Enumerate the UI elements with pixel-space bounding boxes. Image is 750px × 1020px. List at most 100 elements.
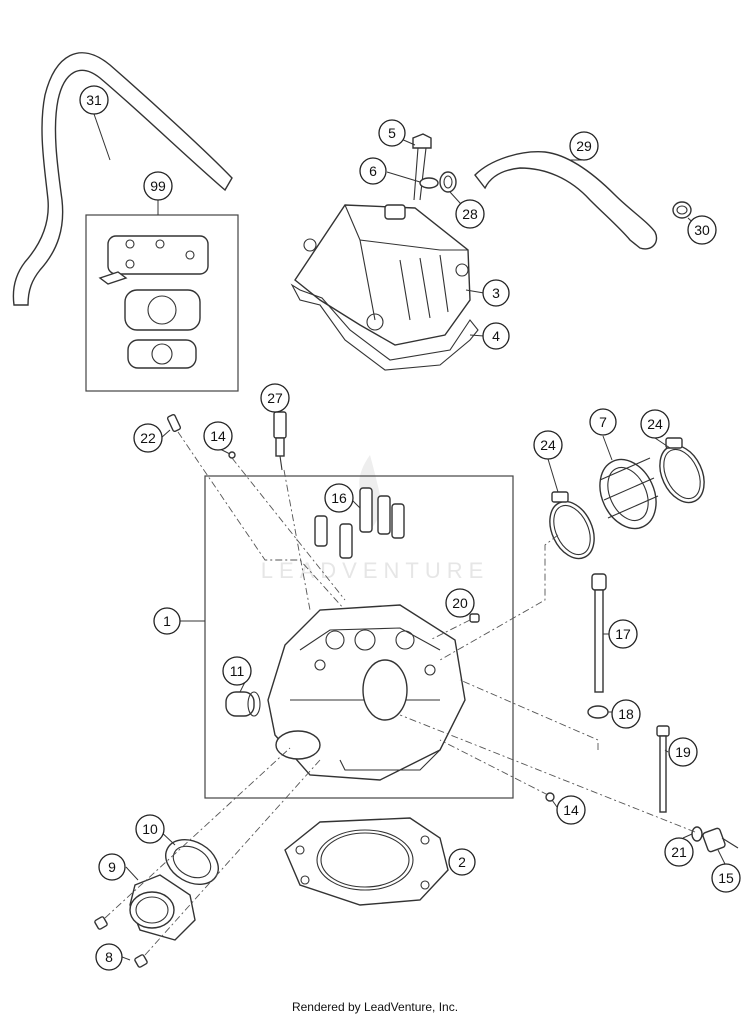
leader-dash-24 [439,534,559,661]
callout-29: 29 [569,131,599,161]
callout-16: 16 [324,483,354,513]
hose-clamp-24-right [659,437,705,504]
dowel-sleeve-11 [225,691,261,717]
callout-21: 21 [664,837,694,867]
callout-14-bottom: 14 [556,795,586,825]
callout-2: 2 [448,848,476,876]
valve-guides-16 [314,487,405,559]
svg-text:15: 15 [718,870,734,886]
leader-dash-8a [104,747,291,919]
hose-clamp-24-left [549,491,595,560]
svg-text:27: 27 [267,390,283,406]
svg-text:24: 24 [540,437,556,453]
svg-text:24: 24 [647,416,663,432]
callout-10: 10 [135,814,165,844]
leader-dash-14 [231,457,346,601]
leadventure-watermark: LEADVENTURE [261,455,490,583]
svg-text:5: 5 [388,125,396,141]
washer-21 [691,826,703,842]
intake-flange-9 [129,874,196,941]
svg-text:2: 2 [458,854,466,870]
callout-17: 17 [608,619,638,649]
svg-text:3: 3 [492,285,500,301]
gasket-kit-frame [85,214,239,392]
callout-18: 18 [611,699,641,729]
screws-8 [94,916,148,968]
callout-22: 22 [133,423,163,453]
plug-15 [702,827,739,853]
svg-text:1: 1 [163,613,171,629]
cylinder-head-1 [267,604,466,781]
screw-14-top [228,451,236,459]
stud-17 [591,573,607,693]
leader-dash-27 [283,469,311,611]
leader-dash-14b [439,739,549,796]
hose-clamp-28 [439,171,457,193]
svg-text:30: 30 [694,222,710,238]
svg-text:14: 14 [210,428,226,444]
svg-text:22: 22 [140,430,156,446]
callout-15: 15 [711,863,741,893]
callout-27: 27 [260,383,290,413]
bolt-5 [412,133,432,201]
svg-text:17: 17 [615,626,631,642]
leader-dash-8b [144,759,321,956]
cylinder-head-frame [204,475,514,799]
callout-24-right: 24 [640,409,670,439]
svg-text:4: 4 [492,328,500,344]
svg-text:20: 20 [452,595,468,611]
svg-text:29: 29 [576,138,592,154]
svg-text:8: 8 [105,949,113,965]
sensor-22 [166,414,182,432]
flange-gasket-10 [165,839,219,885]
callout-31: 31 [79,85,109,115]
temperature-sensor-27 [273,411,287,471]
svg-text:7: 7 [599,414,607,430]
hose-29 [474,151,658,250]
head-gasket-2 [284,817,449,906]
leader-dash-22 [177,431,346,611]
valve-cover-gasket-4 [290,283,479,371]
svg-text:16: 16 [331,490,347,506]
callout-7: 7 [589,408,617,436]
callout-4: 4 [482,322,510,350]
svg-text:99: 99 [150,178,166,194]
footer-credit: Rendered by LeadVenture, Inc. [291,1000,459,1014]
valve-cover-3 [294,204,471,346]
svg-text:31: 31 [86,92,102,108]
leader-dash-17 [459,679,599,750]
svg-text:18: 18 [618,706,634,722]
callout-28: 28 [455,199,485,229]
intake-boot-7 [599,457,659,530]
callout-24-left: 24 [533,430,563,460]
callout-6: 6 [359,157,387,185]
callout-8: 8 [95,943,123,971]
callout-99: 99 [143,171,173,201]
callout-9: 9 [98,853,126,881]
breather-hose-31 [12,52,233,306]
svg-text:21: 21 [671,844,687,860]
svg-text:28: 28 [462,206,478,222]
gasket-set-99 [98,235,209,369]
callout-30: 30 [687,215,717,245]
screw-20 [469,613,480,623]
bolt-19 [656,725,670,813]
svg-text:19: 19 [675,744,691,760]
svg-text:9: 9 [108,859,116,875]
callout-20: 20 [445,588,475,618]
callout-14-top: 14 [203,421,233,451]
svg-text:14: 14 [563,802,579,818]
svg-text:6: 6 [369,163,377,179]
hose-clamp-30 [672,201,692,219]
callout-11: 11 [222,656,252,686]
svg-text:11: 11 [230,663,245,679]
svg-text:10: 10 [142,821,158,837]
callout-19: 19 [668,737,698,767]
washer-18 [587,705,609,719]
watermark-text: LEADVENTURE [261,558,490,583]
callout-5: 5 [378,119,406,147]
washer-6 [419,177,439,189]
callout-3: 3 [482,279,510,307]
callout-1: 1 [153,607,181,635]
